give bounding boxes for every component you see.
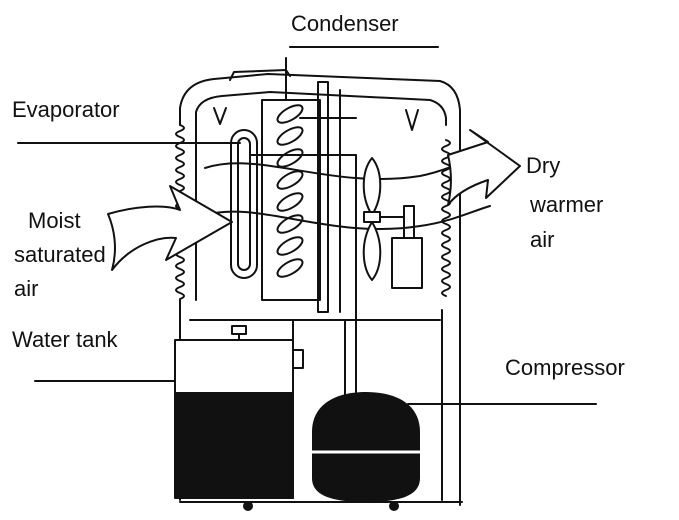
tank-float (292, 349, 304, 369)
moist-air-label-line1: Moist (28, 208, 81, 233)
evaporator-tube-inner (237, 137, 251, 271)
fin (276, 148, 304, 168)
compressor-body (312, 392, 420, 502)
fin (276, 236, 304, 256)
dry-air-label-line2: warmer (530, 192, 604, 217)
dry-air-arrow (447, 129, 521, 206)
leader-lines (17, 46, 597, 405)
fin (276, 192, 304, 212)
housing-top-bump (229, 69, 291, 81)
dry-air-label-line3: air (530, 227, 555, 252)
fin (276, 104, 304, 124)
fan-motor (403, 205, 415, 239)
fan (362, 157, 423, 289)
condenser (261, 57, 321, 301)
condenser-frame (261, 99, 321, 301)
condenser-fins (276, 104, 304, 278)
divider-column (317, 81, 341, 313)
foot-left (243, 501, 253, 511)
water-level (175, 392, 293, 498)
compressor-label: Compressor (505, 355, 625, 380)
tab-left (213, 107, 227, 125)
evaporator (230, 129, 258, 279)
housing (179, 69, 463, 506)
top-tabs (213, 107, 419, 131)
moist-air-label-line3: air (14, 276, 39, 301)
airflow-lower (204, 205, 491, 230)
water-tank (174, 319, 304, 499)
moist-air-label-line2: saturated (14, 242, 106, 267)
housing-top-outer (179, 73, 461, 126)
fin (276, 170, 304, 190)
feet (243, 501, 399, 511)
fan-blade-bottom (362, 221, 382, 281)
dry-air-label-line1: Dry (526, 153, 561, 178)
fin (276, 214, 304, 234)
fin (276, 258, 304, 278)
drip-nozzle (231, 325, 247, 335)
water-tank-label: Water tank (12, 327, 118, 352)
evaporator-tube-outer (230, 129, 258, 279)
pipes (249, 117, 357, 401)
fan-motor-base (391, 237, 423, 289)
fan-blade-top (362, 157, 382, 216)
fan-hub (363, 211, 381, 223)
compressor (310, 392, 422, 502)
tab-right (405, 109, 419, 131)
foot-right (389, 501, 399, 511)
fin (276, 126, 304, 146)
moist-air-arrow (107, 185, 233, 271)
divider-rail (317, 81, 329, 313)
condenser-label: Condenser (291, 11, 399, 36)
evaporator-label: Evaporator (12, 97, 120, 122)
housing-top-inner (195, 91, 447, 126)
